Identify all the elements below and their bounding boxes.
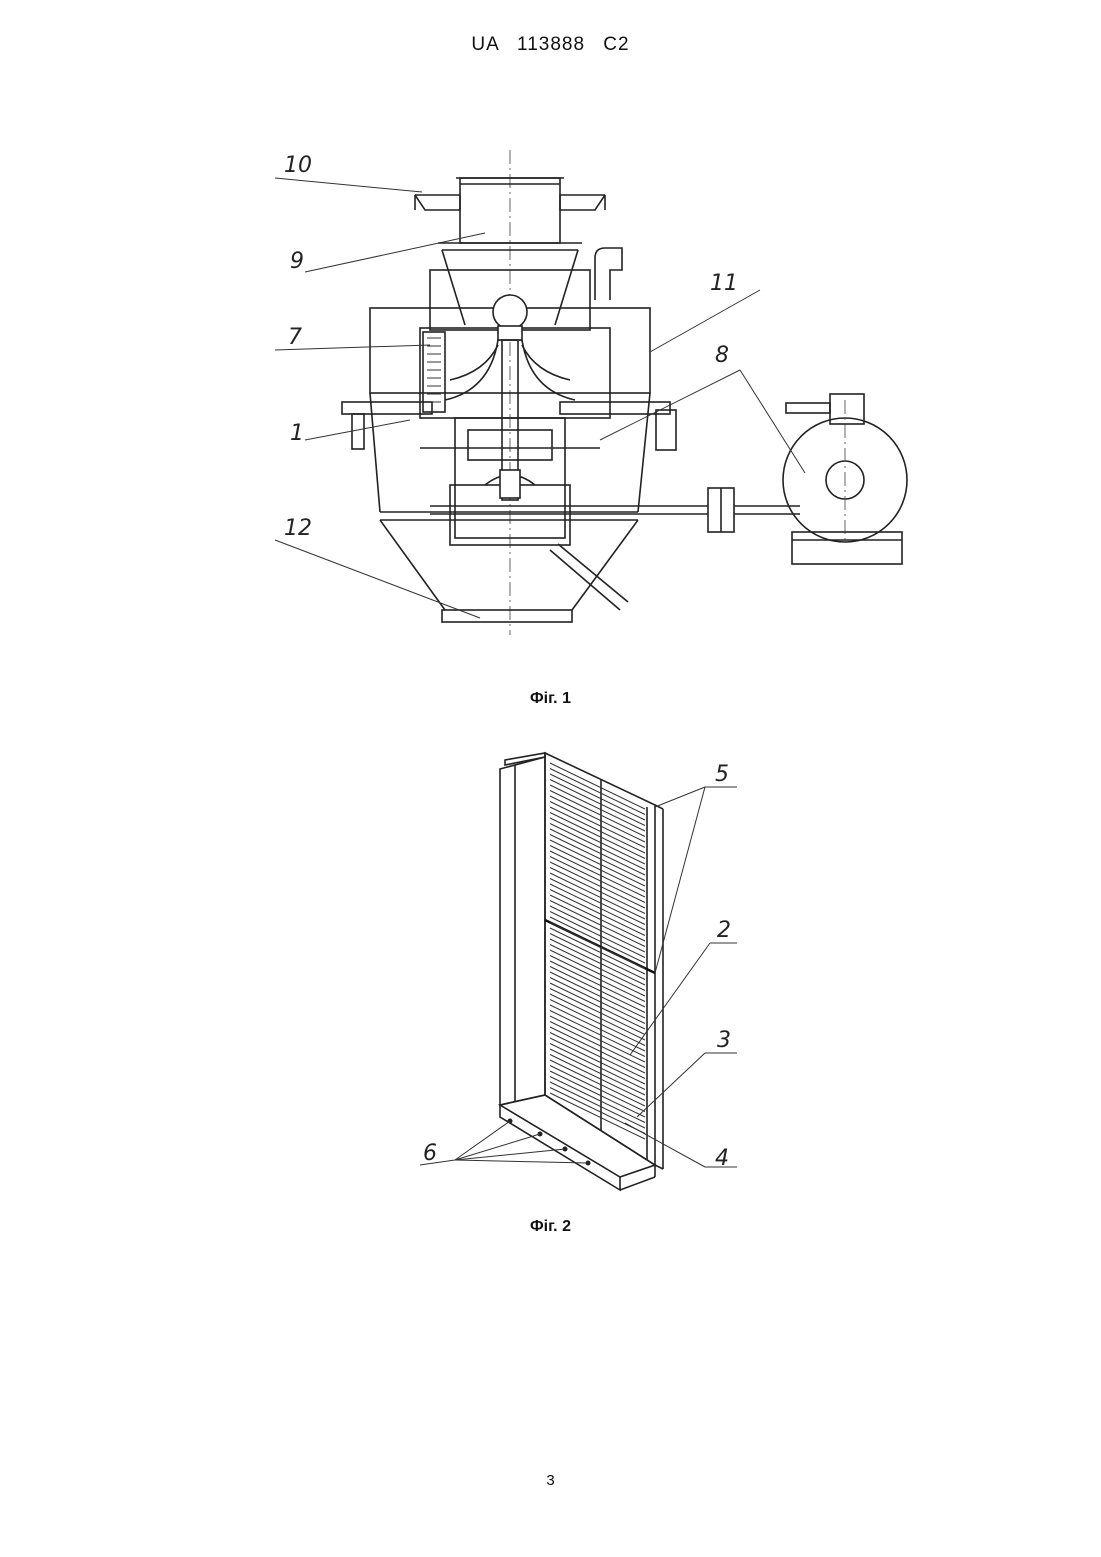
figure-2-label: 3 bbox=[717, 1028, 731, 1053]
figure-1-label: 7 bbox=[288, 325, 302, 350]
figure-2-label: 5 bbox=[715, 762, 729, 787]
figure-1-label: 9 bbox=[290, 249, 304, 274]
figure-2-label: 2 bbox=[717, 918, 731, 943]
figure-2-label: 6 bbox=[423, 1141, 437, 1166]
figure-2-drawing: 5 2 3 6 4 bbox=[405, 745, 765, 1195]
document-id: UA 113888 C2 bbox=[0, 34, 1101, 56]
figure-1-label: 12 bbox=[284, 516, 312, 541]
figure-2-label: 4 bbox=[715, 1146, 729, 1171]
figure-1-label: 8 bbox=[715, 343, 729, 368]
figure-2-caption: Фіг. 2 bbox=[0, 1218, 1101, 1236]
figure-1-label: 1 bbox=[290, 421, 304, 446]
figure-1-caption: Фіг. 1 bbox=[0, 690, 1101, 708]
figure-1-label: 11 bbox=[710, 271, 738, 296]
louvre-slats bbox=[550, 763, 645, 1139]
figure-1-drawing: 10 9 11 7 8 1 12 bbox=[260, 140, 960, 660]
figure-1-label: 10 bbox=[284, 153, 312, 178]
page-number: 3 bbox=[0, 1472, 1101, 1489]
